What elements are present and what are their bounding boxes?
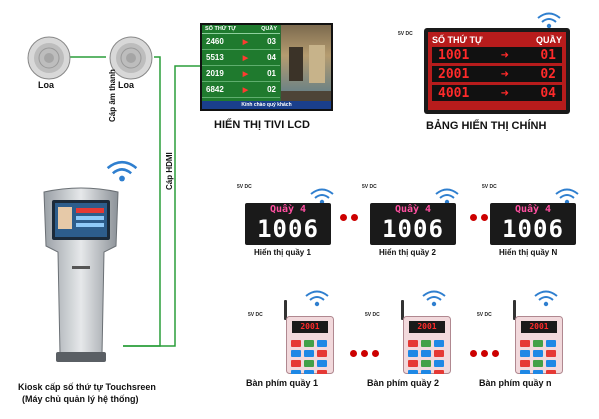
arrow-right-icon: ▶ xyxy=(242,38,249,46)
keypad: 2001 xyxy=(515,316,563,374)
hdmi-cable xyxy=(123,65,200,347)
counter-display: Quầy 4 1006 xyxy=(245,203,331,245)
main-board-wifi-icon xyxy=(537,12,561,29)
main-board-row-counter: 04 xyxy=(540,85,556,101)
speaker-left-icon xyxy=(27,36,71,80)
tv-lcd-display: SỐ THỨ TỰ QUẦY 2460 ▶ 03 5513 ▶ 04 2019 … xyxy=(200,23,333,111)
tv-ticker: Kính chào quý khách xyxy=(202,101,331,109)
tv-queue-panel: SỐ THỨ TỰ QUẦY 2460 ▶ 03 5513 ▶ 04 2019 … xyxy=(202,25,280,101)
keypad-wifi-icon xyxy=(305,290,329,307)
arrow-right-icon: ➜ xyxy=(500,49,510,61)
keypad-caption: Bàn phím quầy n xyxy=(479,378,552,388)
kiosk-wifi-icon xyxy=(106,160,138,182)
tv-screen: SỐ THỨ TỰ QUẦY 2460 ▶ 03 5513 ▶ 04 2019 … xyxy=(202,25,331,109)
keypad-power: 5V DC xyxy=(248,312,263,318)
counter-display-caption: Hiển thị quầy 2 xyxy=(379,248,436,257)
tv-row-number: 5513 xyxy=(206,53,224,62)
tv-row-number: 2460 xyxy=(206,37,224,46)
main-board-face: SỐ THỨ TỰ QUẦY 1001 ➜ 01 2001 ➜ 02 4001 … xyxy=(428,32,566,110)
tv-row-counter: 03 xyxy=(267,37,276,46)
counter-display-caption: Hiển thị quầy 1 xyxy=(254,248,311,257)
tv-row: 2460 ▶ 03 xyxy=(202,34,280,50)
arrow-right-icon: ▶ xyxy=(242,86,249,94)
keypad-power: 5V DC xyxy=(365,312,380,318)
arrow-right-icon: ➜ xyxy=(500,87,510,99)
counter-display: Quầy 4 1006 xyxy=(370,203,456,245)
speaker-left-label: Loa xyxy=(38,80,55,90)
arrow-right-icon: ▶ xyxy=(242,54,249,62)
main-board-row-number: 4001 xyxy=(438,85,470,101)
tv-row: 2019 ▶ 01 xyxy=(202,66,280,82)
counter-display-title: Quầy 4 xyxy=(394,204,432,215)
keypad-antenna-icon xyxy=(284,300,287,320)
keypad-wifi-icon xyxy=(422,290,446,307)
keypad: 2001 xyxy=(286,316,334,374)
main-board-power: 5V DC xyxy=(398,31,413,37)
tv-row-counter: 01 xyxy=(267,69,276,78)
counter-display-caption: Hiển thị quầy N xyxy=(499,248,558,257)
counter-display-power: 5V DC xyxy=(237,184,252,190)
counter-display-title: Quầy 4 xyxy=(514,204,552,215)
counter-display-number: 1006 xyxy=(502,215,564,243)
keypad-antenna-icon xyxy=(401,300,404,320)
main-board-row: 4001 ➜ 04 xyxy=(432,85,562,101)
tv-video-area xyxy=(281,25,331,101)
main-board-row: 1001 ➜ 01 xyxy=(432,47,562,63)
kiosk-caption-line2: (Máy chủ quản lý hệ thống) xyxy=(22,394,139,404)
tv-row-counter: 02 xyxy=(267,85,276,94)
keypad-antenna-icon xyxy=(513,300,516,320)
arrow-right-icon: ▶ xyxy=(242,70,249,78)
tv-row: 5513 ▶ 04 xyxy=(202,50,280,66)
keypad-screen: 2001 xyxy=(409,321,445,333)
main-board-row-counter: 01 xyxy=(540,47,556,63)
keypad-screen: 2001 xyxy=(292,321,328,333)
hdmi-cable-label: Cáp HDMI xyxy=(165,152,174,190)
tv-row-counter: 04 xyxy=(267,53,276,62)
main-board-header-counter: QUẦY xyxy=(535,35,562,45)
counter-display-number: 1006 xyxy=(382,215,444,243)
main-board-row-counter: 02 xyxy=(540,66,556,82)
main-board: SỐ THỨ TỰ QUẦY 1001 ➜ 01 2001 ➜ 02 4001 … xyxy=(424,28,570,114)
keypad-screen: 2001 xyxy=(521,321,557,333)
keypad-body xyxy=(515,316,563,374)
counter-display-number: 1006 xyxy=(257,215,319,243)
tv-header-number: SỐ THỨ TỰ xyxy=(205,26,236,32)
main-board-row-number: 1001 xyxy=(438,47,470,63)
keypad-wifi-icon xyxy=(534,290,558,307)
tv-caption: HIỂN THỊ TIVI LCD xyxy=(214,119,310,131)
keypad-caption: Bàn phím quầy 2 xyxy=(367,378,440,388)
counter-display-power: 5V DC xyxy=(482,184,497,190)
tv-row: 6842 ▶ 02 xyxy=(202,82,280,98)
tv-header-counter: QUẦY xyxy=(261,26,277,32)
keypad-dots-1 xyxy=(350,350,379,357)
main-board-row-number: 2001 xyxy=(438,66,470,82)
counter-dots-2 xyxy=(470,214,488,221)
main-board-rows: 1001 ➜ 01 2001 ➜ 02 4001 ➜ 04 xyxy=(432,47,562,101)
counter-display: Quầy 4 1006 xyxy=(490,203,576,245)
audio-cable xyxy=(123,56,161,347)
counter-dots-1 xyxy=(340,214,358,221)
speaker-right-icon xyxy=(109,36,153,80)
tv-row-number: 2019 xyxy=(206,69,224,78)
keypad: 2001 xyxy=(403,316,451,374)
kiosk-caption-line1: Kiosk cấp số thứ tự Touchsreen xyxy=(18,382,156,392)
counter-display-title: Quầy 4 xyxy=(269,204,307,215)
arrow-right-icon: ➜ xyxy=(500,68,510,80)
tv-row-number: 6842 xyxy=(206,85,224,94)
keypad-power: 5V DC xyxy=(477,312,492,318)
speaker-right-label: Loa xyxy=(118,80,135,90)
main-board-caption: BẢNG HIỂN THỊ CHÍNH xyxy=(426,120,547,132)
kiosk-machine xyxy=(43,187,119,362)
main-board-header-number: SỐ THỨ TỰ xyxy=(432,35,483,45)
audio-cable-label: Cáp âm thanh xyxy=(108,69,117,122)
main-board-row: 2001 ➜ 02 xyxy=(432,66,562,82)
keypad-caption: Bàn phím quầy 1 xyxy=(246,378,319,388)
keypad-dots-2 xyxy=(470,350,499,357)
tv-rows: 2460 ▶ 03 5513 ▶ 04 2019 ▶ 01 6842 ▶ 02 xyxy=(202,34,280,98)
counter-display-power: 5V DC xyxy=(362,184,377,190)
